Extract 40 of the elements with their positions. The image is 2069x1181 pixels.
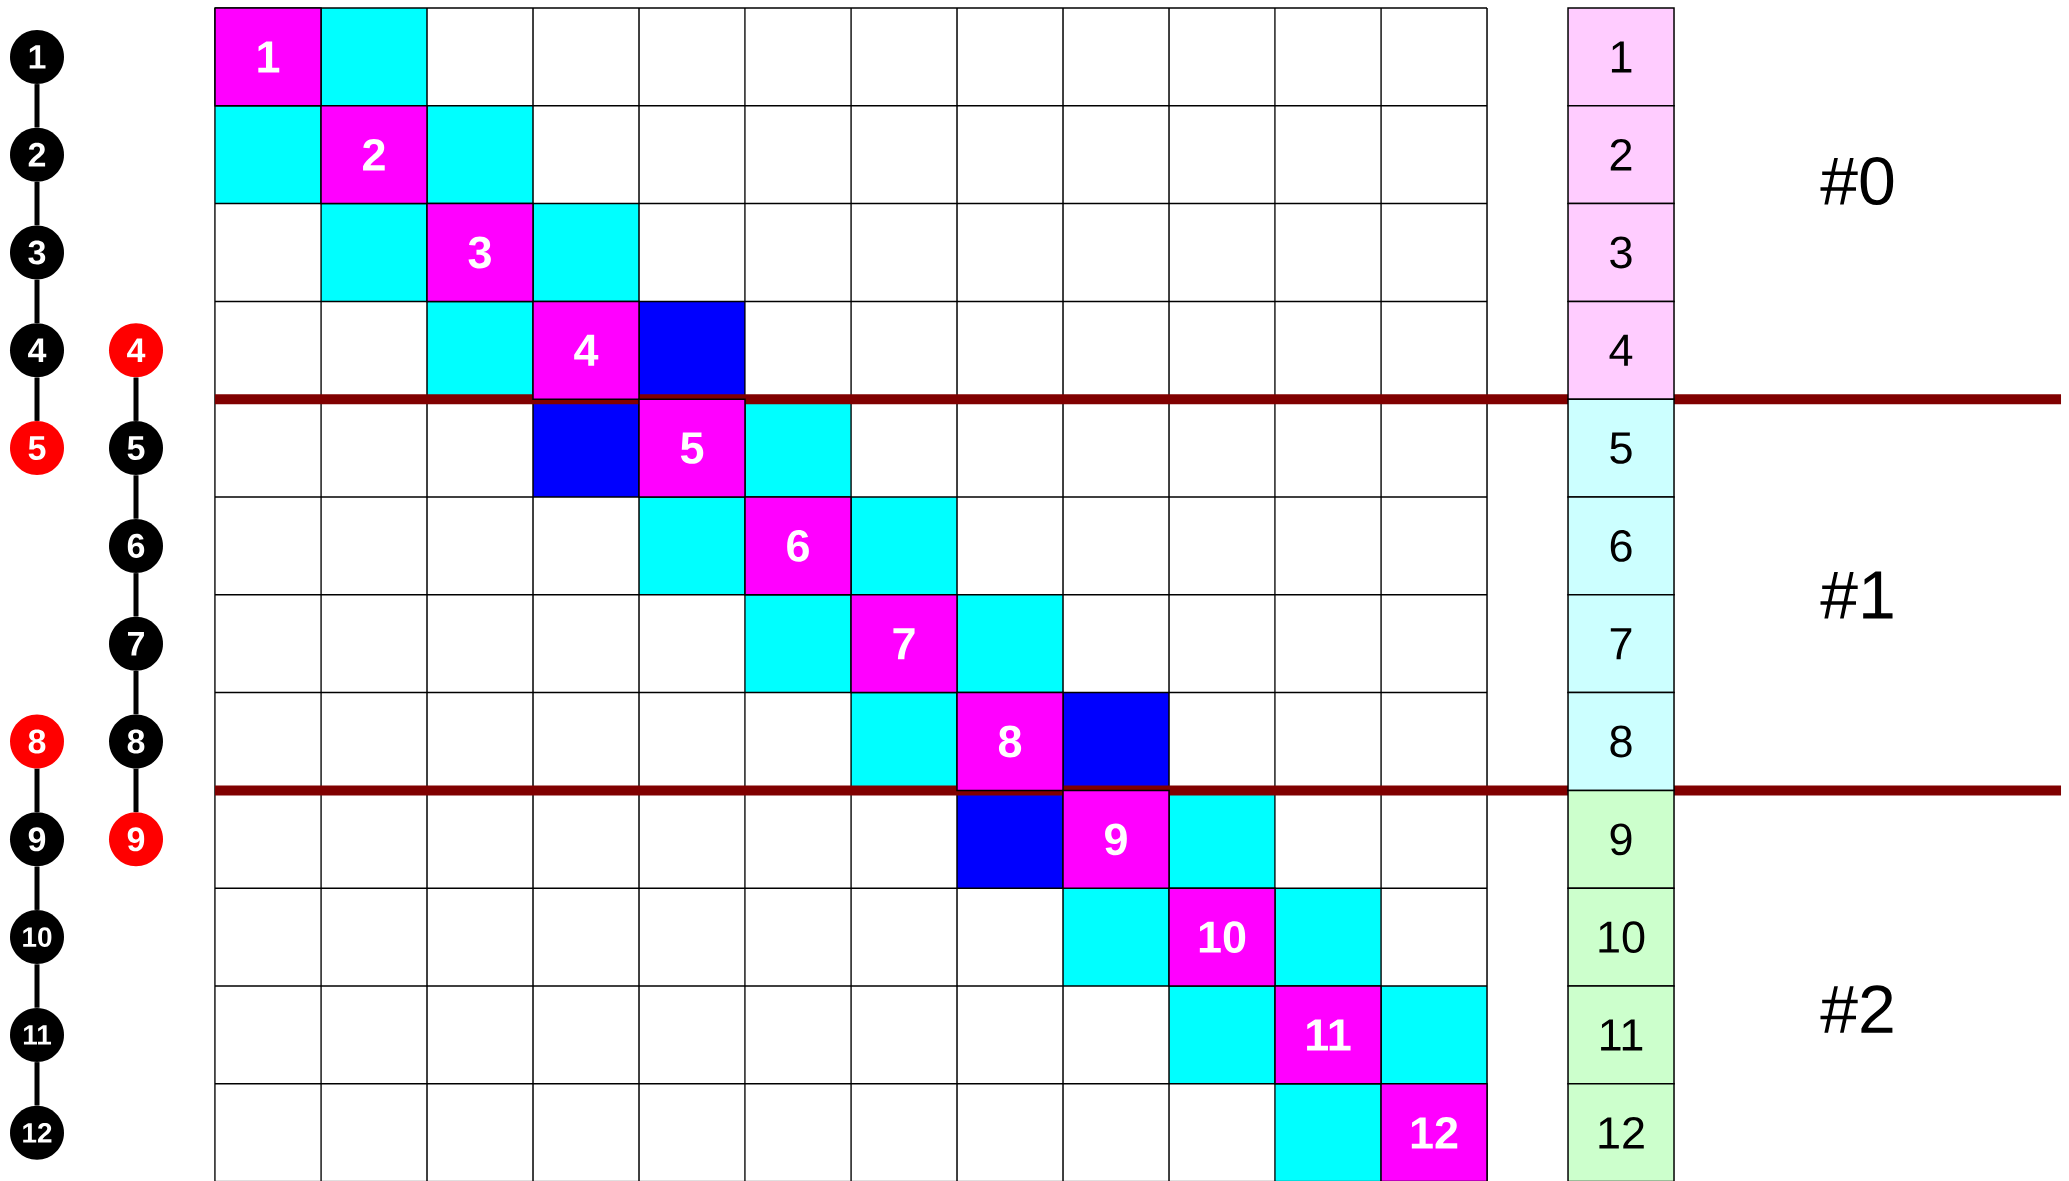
matrix-cell: 5 [638, 398, 746, 498]
matrix-cell: 12 [1380, 1083, 1488, 1181]
vector-cell: 6 [1567, 496, 1675, 596]
connector-line [34, 181, 40, 226]
matrix-cell: 10 [1168, 887, 1276, 987]
connector-line [133, 768, 139, 813]
connector-line [133, 573, 139, 617]
matrix-cell: 7 [850, 594, 958, 694]
vector-cell: 3 [1567, 202, 1675, 303]
matrix-cell: 1 [214, 7, 322, 107]
vector-cell: 4 [1567, 300, 1675, 400]
vector-cell: 1 [1567, 7, 1675, 107]
vector-cell: 8 [1567, 691, 1675, 792]
vector-cell: 9 [1567, 789, 1675, 889]
vector-cell: 2 [1567, 105, 1675, 205]
partition-label: #0 [1820, 156, 1894, 206]
matrix-cell: 4 [532, 300, 640, 400]
vector-cell: 5 [1567, 398, 1675, 498]
connector-line [133, 377, 139, 421]
vector-cell: 10 [1567, 887, 1675, 987]
connector-line [34, 377, 40, 421]
matrix-cell: 11 [1274, 985, 1382, 1085]
partition-label: #2 [1820, 985, 1893, 1033]
connector-line [34, 964, 40, 1008]
connector-line [34, 1062, 40, 1106]
matrix-cell: 8 [956, 691, 1064, 792]
matrix-cell: 6 [744, 496, 852, 596]
matrix-cell: 9 [1062, 789, 1170, 889]
vector-cell: 11 [1567, 985, 1675, 1085]
matrix-cell: 2 [320, 105, 428, 205]
vector-cell: 7 [1567, 594, 1675, 694]
connector-line [133, 670, 139, 715]
connector-line [34, 866, 40, 910]
partition-label: #1 [1820, 571, 1893, 619]
connector-line [34, 84, 40, 128]
matrix-cell: 3 [426, 202, 534, 303]
connector-line [34, 768, 40, 813]
connector-line [34, 279, 40, 324]
connector-line [133, 475, 139, 519]
vector-cell: 12 [1567, 1083, 1675, 1181]
